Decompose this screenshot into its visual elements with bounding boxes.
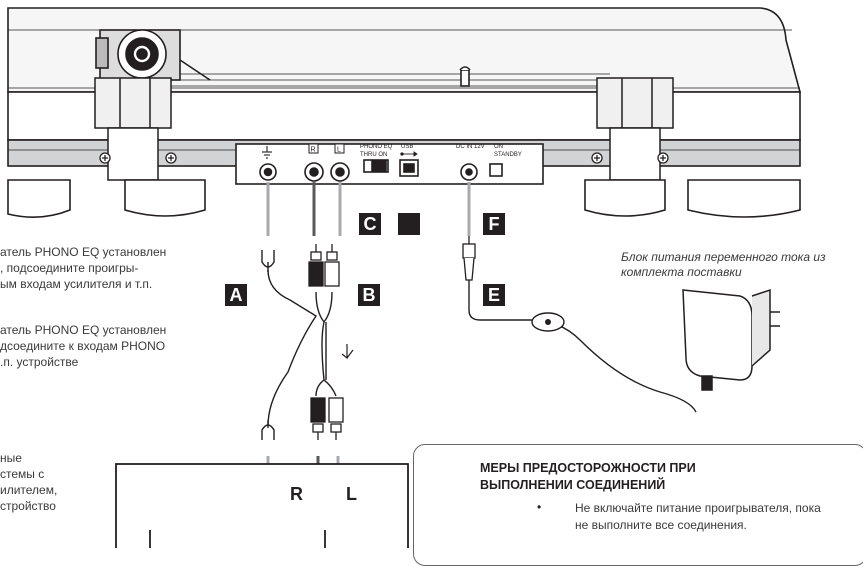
panel-label-r: R — [311, 147, 316, 154]
ground-cable — [266, 182, 317, 482]
rca-plugs — [308, 244, 344, 440]
caution-bullet: • — [537, 500, 542, 514]
phono-eq-label: PHONO EQ — [360, 144, 393, 150]
badge-a: A — [225, 284, 247, 306]
right-hinge — [596, 77, 674, 181]
adapter-caption-line2: комплекта поставки — [621, 265, 742, 279]
badge-b: B — [358, 284, 380, 306]
badge-e: E — [483, 284, 505, 306]
caution-text: Не включайте питание проигрывателя, пока… — [575, 500, 845, 534]
amp-label-r: R — [290, 484, 303, 504]
caution-title-line1: МЕРЫ ПРЕДОСТОРОЖНОСТИ ПРИ — [480, 461, 696, 475]
rl-panel-labels: R L — [308, 143, 345, 154]
amp-channel-labels: R L — [290, 484, 357, 504]
note1-line3: ым входам усилителя и т.п. — [0, 277, 153, 291]
ac-adapter — [682, 288, 780, 391]
usb-icon — [400, 151, 418, 157]
note2-line3: .п. устройстве — [0, 355, 79, 369]
caution-title-line2: ВЫПОЛНЕНИИ СОЕДИНЕНИЙ — [480, 478, 666, 492]
caution-box — [413, 444, 863, 566]
spade-connectors — [261, 250, 275, 440]
amplifier — [115, 463, 409, 548]
adapter-caption-line1: Блок питания переменного тока из — [621, 250, 826, 264]
turntable-connection-diagram: R L PHONO EQ THRU ON USB DC IN 12V ON ST… — [7, 7, 802, 548]
badge-d — [398, 213, 420, 235]
connector-panel — [235, 143, 544, 185]
on-label: ON — [494, 144, 503, 150]
badge-f: F — [483, 213, 505, 235]
tonearm — [95, 29, 211, 81]
note1-line2: , подсоедините проигры- — [0, 261, 139, 275]
caution-title: МЕРЫ ПРЕДОСТОРОЖНОСТИ ПРИ ВЫПОЛНЕНИИ СОЕ… — [480, 460, 780, 494]
screws — [99, 152, 669, 164]
note3-line2: стемы с — [0, 467, 45, 481]
note1-line1: атель PHONO EQ установлен — [0, 245, 167, 259]
direction-arrow-icon — [341, 344, 354, 360]
note2-line1: атель PHONO EQ установлен — [0, 323, 167, 337]
panel-small-text: PHONO EQ THRU ON USB DC IN 12V ON STANDB… — [360, 144, 522, 158]
note2-line2: дсоедините к входам PHONO — [0, 339, 166, 353]
caution-text-line2: не выполните все соединения. — [575, 518, 747, 532]
dc-in-label: DC IN 12V — [456, 144, 485, 150]
standby-label: STANDBY — [494, 152, 522, 158]
usb-label: USB — [401, 144, 413, 150]
note3-line3: илителем, — [0, 483, 58, 497]
note3-line4: стройство — [0, 499, 56, 513]
amp-label-l: L — [346, 484, 357, 504]
dc-power-cable — [462, 182, 697, 413]
note3-line1: ные — [0, 451, 22, 465]
badge-c: C — [359, 213, 381, 235]
caution-text-line1: Не включайте питание проигрывателя, пока — [575, 501, 821, 515]
thru-on-label: THRU ON — [360, 152, 387, 158]
feet — [7, 179, 801, 218]
ground-symbol — [262, 146, 272, 159]
panel-label-l: L — [337, 147, 341, 154]
